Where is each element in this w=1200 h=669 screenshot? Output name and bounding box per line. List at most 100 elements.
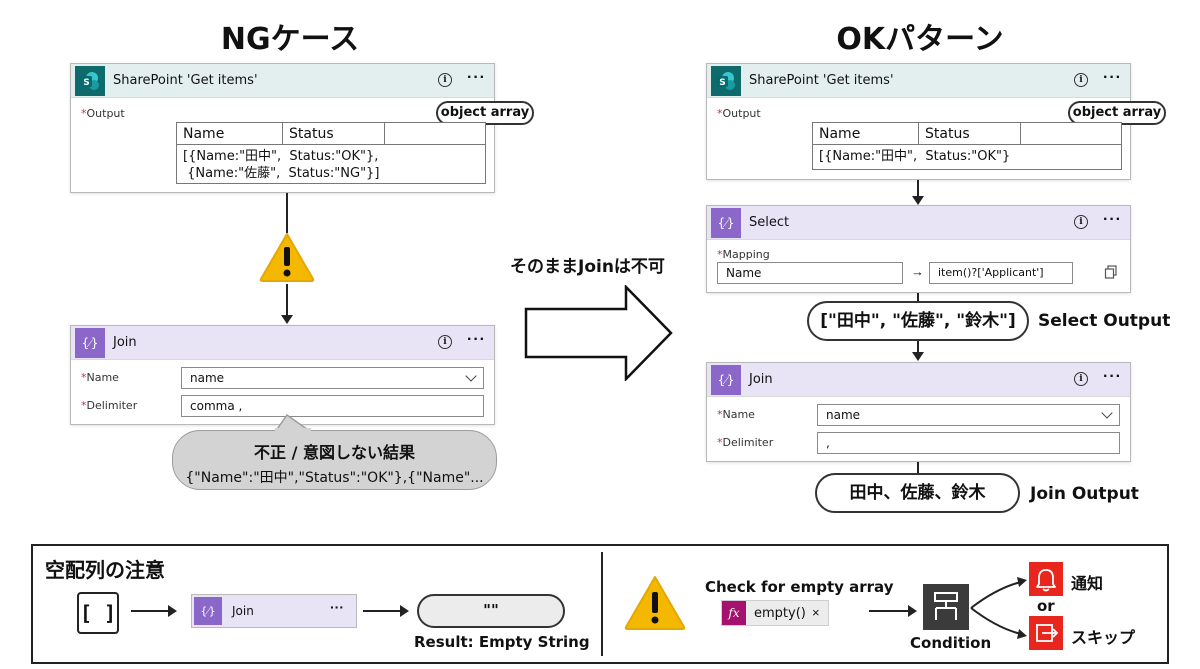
bell-icon bbox=[1029, 562, 1063, 596]
check-label: Check for empty array bbox=[705, 578, 894, 596]
ng-title: NGケース bbox=[220, 22, 360, 57]
name-label: *Name bbox=[81, 371, 119, 384]
condition-label: Condition bbox=[910, 634, 992, 652]
output-table: Name Status [{Name:"田中", Status:"OK"}, {… bbox=[176, 122, 486, 184]
output-label: *Output bbox=[717, 107, 761, 120]
table-value-line: [{Name:"田中", Status:"OK"}, bbox=[183, 149, 379, 164]
ok-sharepoint-card[interactable]: S SharePoint 'Get items' i ··· *Output o… bbox=[706, 63, 1166, 180]
operation-icon: {⁄} bbox=[711, 208, 741, 238]
select-output-label: Select Output bbox=[1038, 311, 1171, 331]
mapping-value-input[interactable]: item()?['Applicant'] bbox=[929, 262, 1073, 284]
bubble-join bbox=[275, 428, 311, 434]
info-icon[interactable]: i bbox=[438, 335, 452, 349]
join-output-pill: 田中、佐藤、鈴木 bbox=[815, 473, 1020, 513]
delimiter-input[interactable]: , bbox=[817, 432, 1120, 454]
info-icon[interactable]: i bbox=[438, 73, 452, 87]
output-table: Name Status [{Name:"田中", Status:"OK"} bbox=[812, 122, 1122, 170]
fx-icon: fx bbox=[722, 601, 746, 625]
arrowhead bbox=[912, 352, 924, 361]
card-title: SharePoint 'Get items' bbox=[749, 73, 894, 88]
mini-join-card[interactable]: {⁄} Join ··· bbox=[191, 594, 357, 628]
info-icon[interactable]: i bbox=[1074, 215, 1088, 229]
card-title: Select bbox=[749, 215, 790, 230]
card-header: S SharePoint 'Get items' i ··· bbox=[71, 64, 494, 98]
skip-label: スキップ bbox=[1071, 628, 1136, 647]
empty-result-pill: "" bbox=[417, 594, 565, 628]
more-icon[interactable]: ··· bbox=[1103, 211, 1122, 228]
object-array-badge: object array bbox=[1068, 101, 1166, 125]
ng-join-card[interactable]: {⁄} Join i ··· *Name name *Delimiter com… bbox=[70, 325, 495, 425]
connector-line bbox=[286, 193, 288, 233]
flow-arrow bbox=[363, 605, 409, 617]
warning-icon bbox=[624, 576, 686, 630]
more-icon[interactable]: ··· bbox=[467, 69, 486, 86]
ok-select-card[interactable]: {⁄} Select i ··· *Mapping Name → item()?… bbox=[706, 205, 1131, 293]
join-output-label: Join Output bbox=[1030, 484, 1139, 504]
sharepoint-icon: S bbox=[75, 66, 105, 96]
svg-text:S: S bbox=[719, 78, 725, 88]
card-header: {⁄} Select i ··· bbox=[707, 206, 1130, 240]
result-text: {"Name":"田中","Status":"OK"},{"Name"... bbox=[185, 470, 484, 486]
branch-arrows bbox=[970, 577, 1027, 639]
more-icon[interactable]: ··· bbox=[1103, 368, 1122, 385]
sharepoint-icon: S bbox=[711, 66, 741, 96]
empty-array-icon: [ ] bbox=[77, 592, 119, 634]
mapping-label: *Mapping bbox=[717, 248, 770, 261]
expression-text: empty() bbox=[754, 606, 806, 621]
flow-arrow bbox=[131, 605, 177, 617]
operation-icon: {⁄} bbox=[711, 365, 741, 395]
connector-line bbox=[917, 180, 919, 197]
empty-array-section: 空配列の注意 [ ] {⁄} Join ··· "" Result: Empty… bbox=[31, 544, 1169, 664]
card-title: Join bbox=[113, 335, 137, 350]
operation-icon: {⁄} bbox=[75, 328, 105, 358]
ok-join-card[interactable]: {⁄} Join i ··· *Name name *Delimiter , bbox=[706, 362, 1131, 462]
big-arrow-icon bbox=[524, 285, 673, 381]
name-dropdown[interactable]: name bbox=[181, 367, 484, 389]
table-header: Name bbox=[813, 123, 919, 145]
arrowhead bbox=[912, 196, 924, 205]
more-icon[interactable]: ··· bbox=[467, 331, 486, 348]
expression-token[interactable]: fx empty() × bbox=[721, 600, 829, 626]
ng-sharepoint-card[interactable]: S SharePoint 'Get items' i ··· *Output o… bbox=[70, 63, 534, 193]
table-header: Status bbox=[283, 123, 385, 145]
or-label: or bbox=[1037, 597, 1055, 615]
info-icon[interactable]: i bbox=[1074, 73, 1088, 87]
card-header: {⁄} Join i ··· bbox=[707, 363, 1130, 397]
output-label: *Output bbox=[81, 107, 125, 120]
card-title: Join bbox=[749, 372, 773, 387]
svg-text:S: S bbox=[83, 78, 89, 88]
arrowhead bbox=[281, 315, 293, 324]
name-label: *Name bbox=[717, 408, 755, 421]
delimiter-input[interactable]: comma , bbox=[181, 395, 484, 417]
table-value-line: [{Name:"田中", Status:"OK"} bbox=[819, 149, 1011, 164]
connector-line bbox=[917, 341, 919, 353]
select-output-pill: ["田中", "佐藤", "鈴木"] bbox=[807, 301, 1029, 341]
more-icon[interactable]: ··· bbox=[1103, 69, 1122, 86]
chevron-down-icon bbox=[465, 370, 477, 382]
svg-text:{⁄}: {⁄} bbox=[201, 605, 216, 618]
delimiter-label: *Delimiter bbox=[717, 436, 774, 449]
mini-join-title: Join bbox=[232, 604, 254, 618]
svg-text:{⁄}: {⁄} bbox=[718, 216, 734, 230]
more-icon[interactable]: ··· bbox=[330, 599, 344, 615]
card-header: {⁄} Join i ··· bbox=[71, 326, 494, 360]
ng-result-bubble: 不正 / 意図しない結果 {"Name":"田中","Status":"OK"}… bbox=[172, 430, 497, 490]
name-dropdown[interactable]: name bbox=[817, 404, 1120, 426]
chevron-down-icon bbox=[1101, 407, 1113, 419]
connector-line bbox=[917, 462, 919, 474]
table-header: Name bbox=[177, 123, 283, 145]
svg-text:{⁄}: {⁄} bbox=[718, 373, 734, 387]
table-header: Status bbox=[919, 123, 1021, 145]
connector-line bbox=[286, 284, 288, 316]
ok-title: OKパターン bbox=[836, 22, 1004, 57]
card-header: S SharePoint 'Get items' i ··· bbox=[707, 64, 1130, 98]
close-icon[interactable]: × bbox=[812, 605, 820, 620]
info-icon[interactable]: i bbox=[1074, 372, 1088, 386]
warning-icon bbox=[259, 233, 315, 282]
mapping-key-input[interactable]: Name bbox=[717, 262, 903, 284]
svg-text:{⁄}: {⁄} bbox=[82, 336, 98, 350]
mapping-arrow: → bbox=[911, 264, 924, 279]
condition-icon bbox=[923, 584, 969, 630]
table-value-line: {Name:"佐藤", Status:"NG"}] bbox=[183, 166, 380, 181]
copy-icon[interactable] bbox=[1104, 265, 1118, 279]
